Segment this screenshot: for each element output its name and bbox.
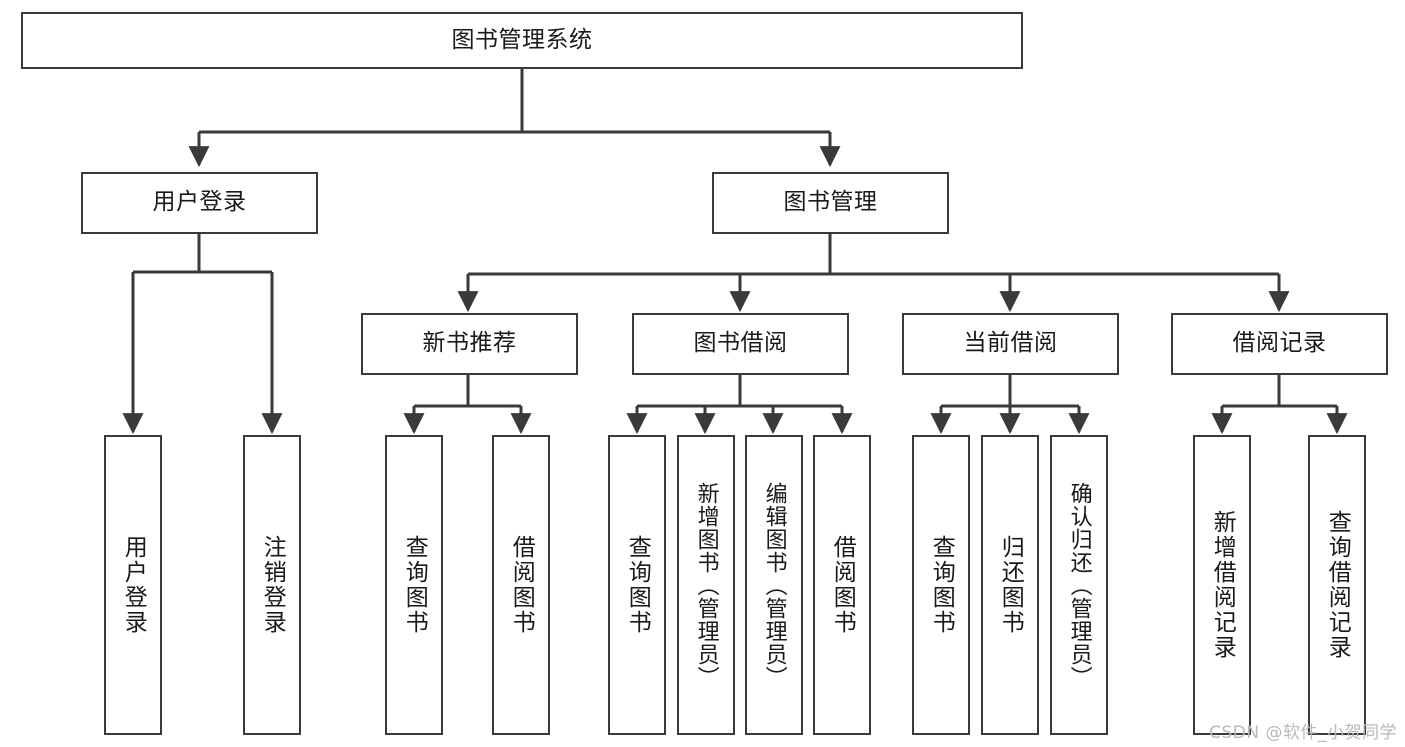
node-leaf-borrow-book-1-label: 借阅图书 — [508, 535, 535, 635]
node-leaf-borrow-book-1[interactable]: 借阅图书 — [492, 435, 550, 735]
node-leaf-query-book-2-label: 查询图书 — [624, 535, 651, 635]
node-leaf-add-book-label: 新增图书（管理员） — [693, 481, 719, 689]
node-book-borrow-label: 图书借阅 — [693, 330, 788, 357]
watermark-text: CSDN @软件_小贺同学 — [1209, 723, 1397, 743]
node-root[interactable]: 图书管理系统 — [21, 12, 1023, 69]
node-leaf-query-book-1[interactable]: 查询图书 — [385, 435, 443, 735]
node-new-book-rec-label: 新书推荐 — [422, 330, 517, 357]
node-leaf-query-book-2[interactable]: 查询图书 — [608, 435, 666, 735]
node-leaf-user-login-label: 用户登录 — [120, 535, 147, 635]
node-leaf-edit-book-label: 编辑图书（管理员） — [761, 481, 787, 689]
node-leaf-query-book-1-label: 查询图书 — [401, 535, 428, 635]
node-current-borrow-label: 当前借阅 — [963, 330, 1058, 357]
node-leaf-confirm-return-label: 确认归还（管理员） — [1066, 481, 1092, 689]
node-leaf-user-login[interactable]: 用户登录 — [104, 435, 162, 735]
node-leaf-return-book[interactable]: 归还图书 — [981, 435, 1039, 735]
node-leaf-query-record[interactable]: 查询借阅记录 — [1308, 435, 1366, 735]
node-leaf-borrow-book-2-label: 借阅图书 — [829, 535, 856, 635]
node-leaf-add-record[interactable]: 新增借阅记录 — [1193, 435, 1251, 735]
node-leaf-edit-book[interactable]: 编辑图书（管理员） — [745, 435, 803, 735]
node-leaf-query-record-label: 查询借阅记录 — [1324, 510, 1351, 660]
node-leaf-logout-label: 注销登录 — [259, 535, 286, 635]
node-current-borrow[interactable]: 当前借阅 — [902, 313, 1119, 375]
node-borrow-record[interactable]: 借阅记录 — [1171, 313, 1388, 375]
node-leaf-query-book-3-label: 查询图书 — [928, 535, 955, 635]
node-leaf-logout[interactable]: 注销登录 — [243, 435, 301, 735]
node-book-manage-label: 图书管理 — [783, 189, 878, 216]
node-book-manage[interactable]: 图书管理 — [712, 172, 949, 234]
node-book-borrow[interactable]: 图书借阅 — [632, 313, 849, 375]
node-leaf-confirm-return[interactable]: 确认归还（管理员） — [1050, 435, 1108, 735]
node-root-label: 图书管理系统 — [451, 26, 593, 53]
node-leaf-return-book-label: 归还图书 — [997, 535, 1024, 635]
node-leaf-add-book[interactable]: 新增图书（管理员） — [677, 435, 735, 735]
node-leaf-add-record-label: 新增借阅记录 — [1209, 510, 1236, 660]
node-leaf-borrow-book-2[interactable]: 借阅图书 — [813, 435, 871, 735]
node-borrow-record-label: 借阅记录 — [1232, 330, 1327, 357]
node-user-login[interactable]: 用户登录 — [81, 172, 318, 234]
node-new-book-rec[interactable]: 新书推荐 — [361, 313, 578, 375]
node-leaf-query-book-3[interactable]: 查询图书 — [912, 435, 970, 735]
node-user-login-label: 用户登录 — [152, 189, 247, 216]
